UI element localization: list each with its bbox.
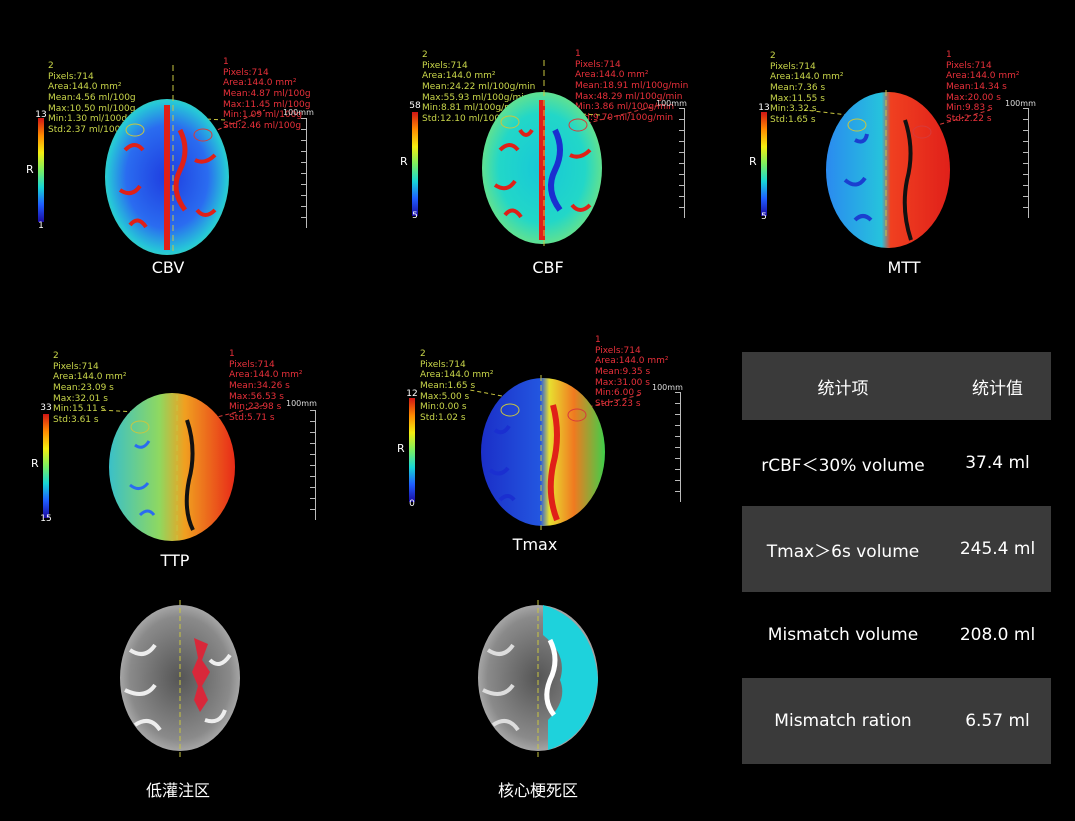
cbf-scale-ruler <box>676 108 685 218</box>
mtt-brain-map <box>804 90 991 248</box>
cbv-colorbar <box>38 118 44 222</box>
mtt-scale-ruler <box>1020 108 1029 218</box>
tmax-brain-map <box>469 375 641 530</box>
cbv-scale-ruler <box>298 118 307 228</box>
mtt-colorbar-letter: R <box>749 155 757 168</box>
row-item: Mismatch volume <box>767 625 919 645</box>
tmax-scale-ruler <box>672 392 681 502</box>
mtt-label: MTT <box>887 258 921 277</box>
cbf-colorbar-max: 58 <box>409 101 421 111</box>
ttp-colorbar-max: 33 <box>40 403 52 413</box>
tmax-colorbar-max: 12 <box>406 389 418 399</box>
row-value: 37.4 ml <box>965 453 1030 473</box>
low-perfusion-image <box>120 600 240 760</box>
row-value: 245.4 ml <box>959 539 1036 559</box>
mtt-colorbar-min: 5 <box>761 212 767 222</box>
mtt-scale-label: 100mm <box>1005 99 1036 108</box>
cbv-scale-label: 100mm <box>283 108 314 117</box>
ttp-colorbar-min: 15 <box>40 514 52 524</box>
core-infarct-image <box>478 600 598 760</box>
mtt-colorbar-max: 13 <box>758 103 770 113</box>
stats-table: 统计项 统计值 rCBF＜30% volume 37.4 ml Tmax＞6s … <box>742 352 1051 764</box>
tmax-label: Tmax <box>512 535 558 554</box>
cbf-colorbar <box>412 112 418 216</box>
low-perfusion-label: 低灌注区 <box>145 781 210 800</box>
cbf-label: CBF <box>532 258 564 277</box>
ttp-colorbar <box>43 414 49 518</box>
cbv-colorbar-max: 13 <box>35 110 47 120</box>
cbv-label: CBV <box>151 258 185 277</box>
row-value: 6.57 ml <box>965 711 1030 731</box>
table-row: Mismatch volume 208.0 ml <box>742 592 1051 678</box>
cbv-brain-map <box>105 65 266 255</box>
table-row: Mismatch ration 6.57 ml <box>742 678 1051 764</box>
table-row: rCBF＜30% volume 37.4 ml <box>742 420 1051 506</box>
ttp-label: TTP <box>160 551 190 570</box>
cbf-colorbar-min: 5 <box>412 211 418 221</box>
table-header: 统计项 统计值 <box>742 352 1051 420</box>
ttp-scale-label: 100mm <box>286 399 317 408</box>
header-item: 统计项 <box>817 378 869 399</box>
row-item: rCBF＜30% volume <box>761 455 925 476</box>
ttp-scale-ruler <box>307 410 316 520</box>
tmax-colorbar <box>409 398 415 502</box>
row-item: Mismatch ration <box>774 711 912 731</box>
ttp-brain-map <box>99 393 266 541</box>
tmax-colorbar-min: 0 <box>409 499 415 509</box>
cbv-colorbar-letter: R <box>26 163 34 176</box>
table-row: Tmax＞6s volume 245.4 ml <box>742 506 1051 592</box>
cbv-colorbar-min: 1 <box>38 221 44 231</box>
row-value: 208.0 ml <box>959 625 1036 645</box>
ttp-colorbar-letter: R <box>31 457 39 470</box>
cbf-brain-map <box>482 60 661 250</box>
tmax-scale-label: 100mm <box>652 383 683 392</box>
header-value: 统计值 <box>972 378 1023 399</box>
cbf-scale-label: 100mm <box>656 99 687 108</box>
core-infarct-label: 核心梗死区 <box>497 781 578 800</box>
row-item: Tmax＞6s volume <box>766 541 920 562</box>
cbf-colorbar-letter: R <box>400 155 408 168</box>
tmax-colorbar-letter: R <box>397 442 405 455</box>
mtt-colorbar <box>761 112 767 216</box>
